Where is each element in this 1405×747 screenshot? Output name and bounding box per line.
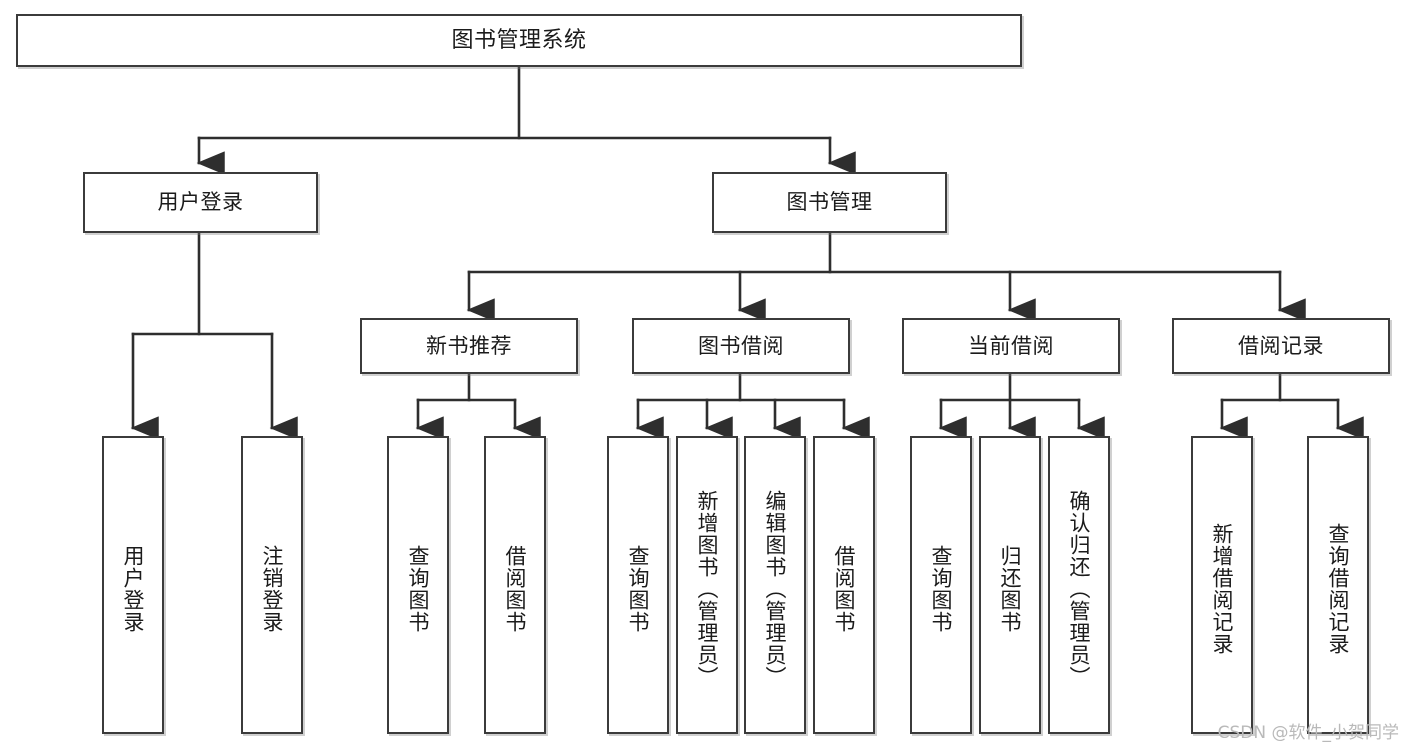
node-label: 新书推荐 — [426, 333, 512, 358]
node-label: 查询借阅记录 — [1326, 523, 1351, 655]
leaf-borrowrecord-query-record[interactable]: 查询借阅记录 — [1307, 436, 1369, 734]
node-label: 用户登录 — [121, 545, 146, 633]
leaf-currentborrow-return-book[interactable]: 归还图书 — [979, 436, 1041, 734]
leaf-currentborrow-confirm-return[interactable]: 确认归还（管理员） — [1048, 436, 1110, 734]
leaf-bookborrow-borrow-book[interactable]: 借阅图书 — [813, 436, 875, 734]
node-label: 查询图书 — [406, 545, 431, 633]
node-book-management[interactable]: 图书管理 — [712, 172, 947, 233]
node-label: 图书管理 — [786, 190, 873, 215]
node-label: 确认归还（管理员） — [1067, 490, 1092, 688]
leaf-user-logout[interactable]: 注销登录 — [241, 436, 303, 734]
leaf-borrowrecord-add-record[interactable]: 新增借阅记录 — [1191, 436, 1253, 734]
node-label: 注销登录 — [260, 545, 285, 633]
node-current-borrow[interactable]: 当前借阅 — [902, 318, 1120, 374]
node-label: 新增图书（管理员） — [695, 490, 720, 688]
node-label: 用户登录 — [157, 190, 244, 215]
leaf-bookborrow-query-book[interactable]: 查询图书 — [607, 436, 669, 734]
leaf-bookborrow-edit-book[interactable]: 编辑图书（管理员） — [744, 436, 806, 734]
node-label: 查询图书 — [929, 545, 954, 633]
node-book-borrow[interactable]: 图书借阅 — [632, 318, 850, 374]
node-label: 查询图书 — [626, 545, 651, 633]
leaf-user-login[interactable]: 用户登录 — [102, 436, 164, 734]
node-new-book-recommend[interactable]: 新书推荐 — [360, 318, 578, 374]
node-borrow-record[interactable]: 借阅记录 — [1172, 318, 1390, 374]
node-label: 图书管理系统 — [451, 27, 587, 53]
node-label: 新增借阅记录 — [1210, 523, 1235, 655]
node-user-login[interactable]: 用户登录 — [83, 172, 318, 233]
leaf-newbook-query-book[interactable]: 查询图书 — [387, 436, 449, 734]
leaf-bookborrow-add-book[interactable]: 新增图书（管理员） — [676, 436, 738, 734]
node-label: 归还图书 — [998, 545, 1023, 633]
node-label: 借阅图书 — [832, 545, 857, 633]
node-label: 当前借阅 — [968, 333, 1054, 358]
node-label: 借阅记录 — [1238, 333, 1324, 358]
node-label: 借阅图书 — [503, 545, 528, 633]
node-label: 图书借阅 — [698, 333, 784, 358]
node-label: 编辑图书（管理员） — [763, 490, 788, 688]
leaf-newbook-borrow-book[interactable]: 借阅图书 — [484, 436, 546, 734]
node-root-system[interactable]: 图书管理系统 — [16, 14, 1022, 67]
leaf-currentborrow-query-book[interactable]: 查询图书 — [910, 436, 972, 734]
